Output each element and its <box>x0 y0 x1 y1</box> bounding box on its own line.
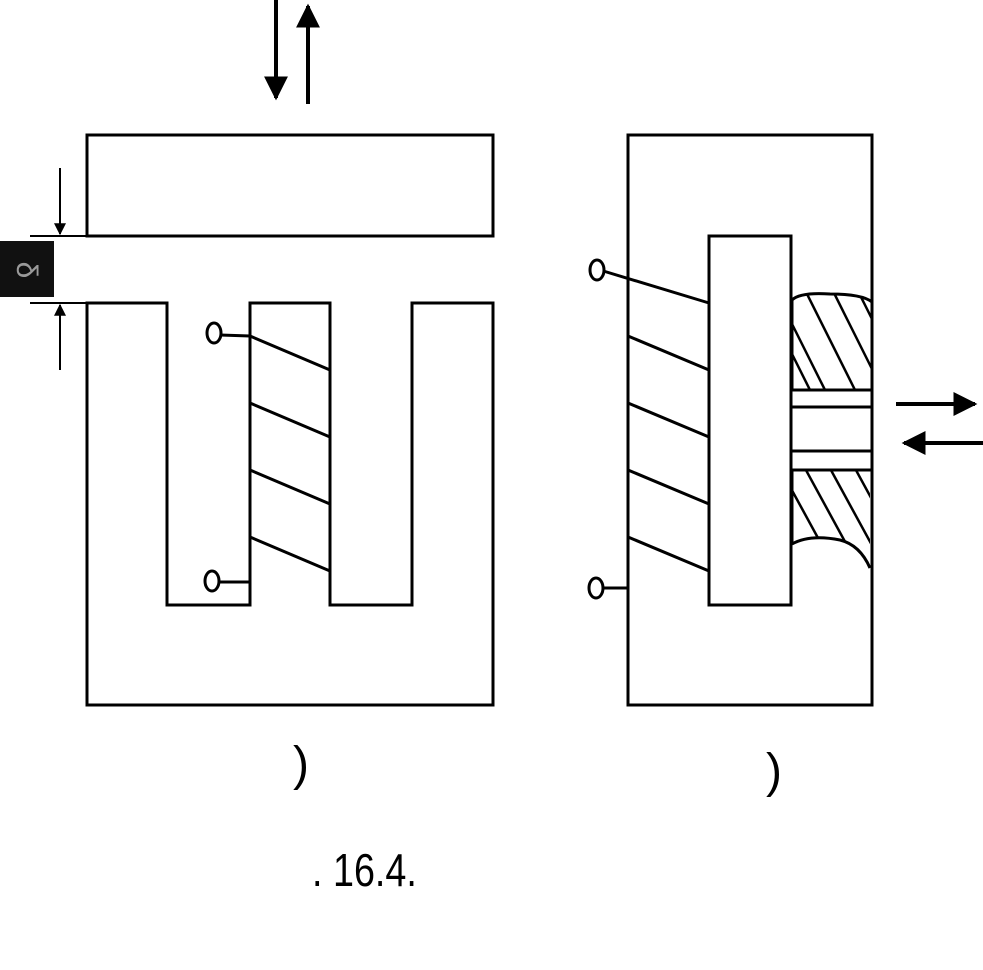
gap-symbol: δ <box>10 261 43 279</box>
left-right-arrows-icon <box>896 392 983 455</box>
terminal-top-a <box>205 321 223 345</box>
terminal-bottom-a <box>203 569 221 593</box>
terminal-bottom-b <box>587 576 605 600</box>
outer-housing-b <box>626 133 874 707</box>
sensor-b <box>587 133 874 707</box>
terminal-top-b <box>588 258 606 282</box>
up-down-arrows-icon <box>264 0 320 104</box>
figure-caption: . 16.4. <box>312 844 417 896</box>
core-leg-b <box>707 234 793 607</box>
sensor-a <box>85 133 495 707</box>
coil-winding-a <box>219 333 331 584</box>
sub-label-b: ) <box>766 745 782 798</box>
hatched-piece-upper <box>792 293 872 390</box>
armature-plate <box>85 133 495 238</box>
gap-symbol-tag <box>0 241 54 297</box>
coil-winding-b <box>599 268 710 590</box>
sub-label-a: ) <box>293 738 309 791</box>
gap-dimension <box>30 168 87 370</box>
e-core <box>85 301 495 707</box>
